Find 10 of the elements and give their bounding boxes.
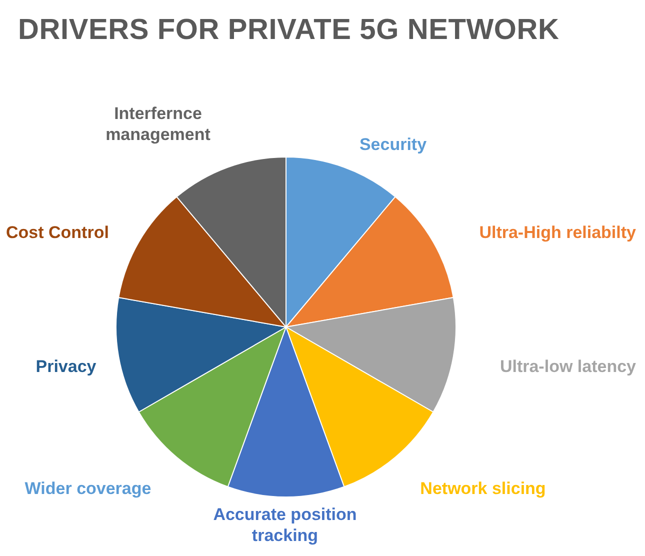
slice-label: Ultra-High reliabilty [478,222,636,244]
slice-label: Wider coverage [24,478,152,500]
slice-label: Cost Control [6,222,110,244]
slice-label: Privacy [34,356,98,378]
slice-label: Ultra-low latency [498,356,636,378]
chart-title: DRIVERS FOR PRIVATE 5G NETWORK [18,14,560,47]
slice-label: Security [358,134,428,156]
slice-label: Network slicing [419,478,547,500]
slice-label: Accurate position tracking [212,504,358,546]
slice-label: Interfernce management [104,103,212,146]
